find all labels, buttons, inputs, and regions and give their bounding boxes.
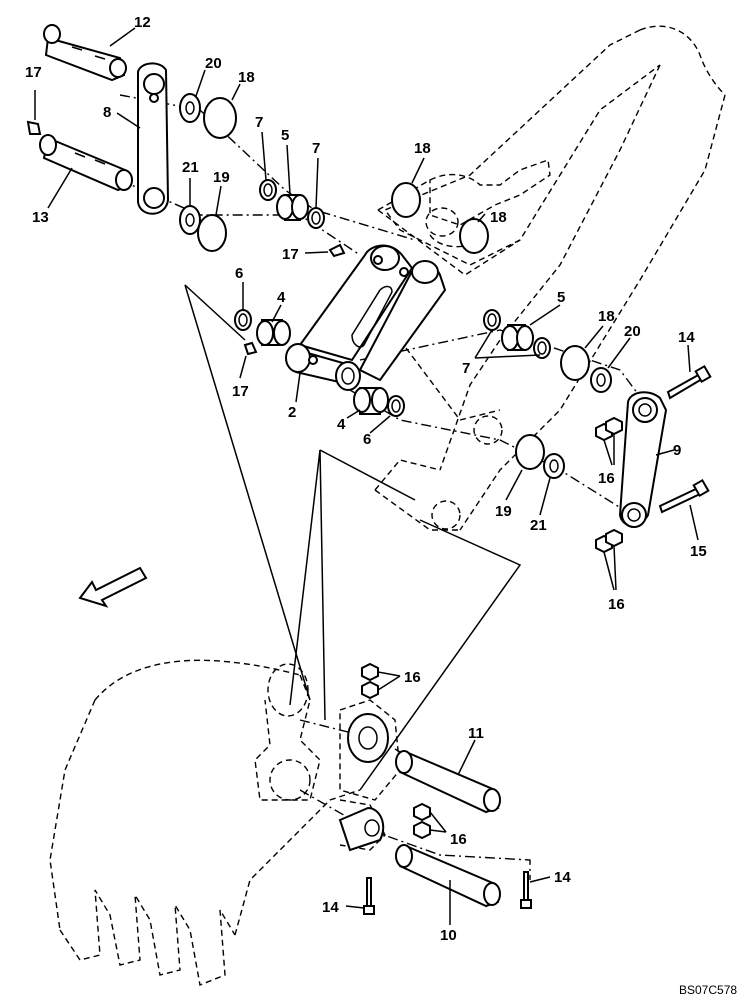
- pin-11: [395, 750, 501, 814]
- bucket-boss-upper: [347, 713, 389, 763]
- callout-14-right: 14: [678, 329, 695, 346]
- callout-19-right: 19: [495, 503, 512, 520]
- o-ring-18-right: [560, 345, 590, 381]
- callout-21-left: 21: [182, 159, 199, 176]
- callout-7-right: 7: [462, 360, 470, 377]
- bolt-14-bottom-right: [520, 871, 532, 909]
- callout-7-upper-left: 7: [255, 114, 263, 131]
- grease-fitting-17-mid: [243, 341, 258, 356]
- o-ring-19-left: [197, 214, 227, 252]
- callout-2: 2: [288, 404, 296, 421]
- leader-lines: [47, 27, 699, 925]
- callout-15: 15: [690, 543, 707, 560]
- bushing-4-left: [256, 319, 291, 346]
- nuts-16-upper: [595, 416, 623, 466]
- callout-9: 9: [673, 442, 681, 459]
- callout-4-left: 4: [277, 289, 286, 306]
- grease-fitting-17-left: [26, 90, 42, 135]
- callout-14-bottom-left: 14: [322, 899, 339, 916]
- pin-13: [39, 134, 133, 192]
- link-9: [618, 391, 668, 528]
- pin-12: [43, 24, 127, 82]
- direction-arrow-icon: [78, 566, 148, 608]
- bushing-4-right: [353, 387, 389, 415]
- o-ring-18-upper: [391, 182, 421, 218]
- callout-16-bucket-lower: 16: [450, 831, 467, 848]
- callout-20-right: 20: [624, 323, 641, 340]
- link-2: [285, 244, 447, 391]
- callout-17-left: 17: [25, 64, 42, 81]
- bucket-boss-lower: [338, 806, 385, 852]
- shim-21-right: [543, 453, 565, 479]
- shim-20-left: [179, 93, 201, 123]
- seal-6-left: [234, 309, 252, 331]
- o-ring-19-right: [515, 434, 545, 470]
- shim-21-left: [179, 205, 201, 235]
- leader-triangles: [184, 284, 522, 791]
- callout-17-top: 17: [282, 246, 299, 263]
- callout-8: 8: [103, 104, 111, 121]
- callout-6-right: 6: [363, 431, 371, 448]
- o-ring-18-left: [203, 97, 237, 139]
- arm-outline: [374, 25, 726, 531]
- callout-19-left: 19: [213, 169, 230, 186]
- bolt-14-bottom-left: [363, 877, 375, 915]
- bushing-group-upper: [259, 179, 325, 229]
- callout-18-upper: 18: [414, 140, 431, 157]
- callout-labels: 12 17 8 13 20 18 21 19 7 5 7 18 18 17 6 …: [25, 14, 707, 944]
- link-8: [137, 62, 170, 215]
- callout-18-left: 18: [238, 69, 255, 86]
- callout-16-bucket-upper: 16: [404, 669, 421, 686]
- grease-fitting-17-top: [328, 243, 346, 258]
- callout-17-mid: 17: [232, 383, 249, 400]
- pin-10: [395, 844, 501, 908]
- callout-7-upper-right: 7: [312, 140, 320, 157]
- callout-12: 12: [134, 14, 151, 31]
- callout-4-right: 4: [337, 416, 346, 433]
- bucket-outline: [49, 659, 401, 986]
- callout-21-right: 21: [530, 517, 547, 534]
- bolt-15: [658, 478, 710, 514]
- bushing-group-right: [483, 309, 551, 359]
- callout-18-right: 18: [598, 308, 615, 325]
- nuts-16-bucket-lower: [413, 802, 447, 840]
- shim-20-right: [590, 367, 612, 393]
- callout-16-lower: 16: [608, 596, 625, 613]
- callout-14-bottom-right: 14: [554, 869, 571, 886]
- seal-6-right: [387, 395, 405, 417]
- callout-6-left: 6: [235, 265, 243, 282]
- nuts-16-lower: [595, 528, 623, 591]
- callout-5-right: 5: [557, 289, 565, 306]
- bolt-14-right: [666, 364, 712, 400]
- callout-20-left: 20: [205, 55, 222, 72]
- drawing-code: BS07C578: [679, 983, 737, 997]
- callout-16-upper: 16: [598, 470, 615, 487]
- callout-5-upper: 5: [281, 127, 289, 144]
- callout-13: 13: [32, 209, 49, 226]
- o-ring-18-rod: [459, 218, 489, 254]
- callout-18-rod: 18: [490, 209, 507, 226]
- callout-11: 11: [468, 725, 484, 742]
- nuts-16-bucket-upper: [361, 662, 401, 700]
- callout-10: 10: [440, 927, 457, 944]
